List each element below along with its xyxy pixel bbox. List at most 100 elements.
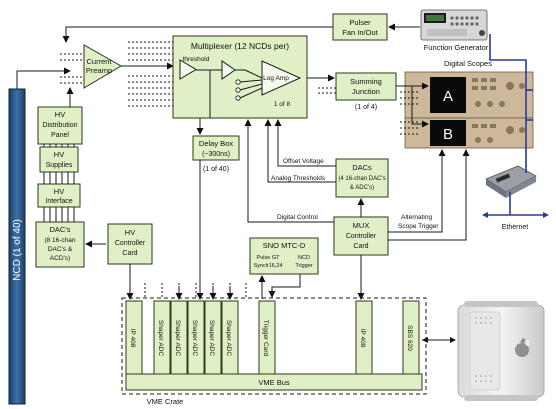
summing-to-scope-b-line bbox=[411, 86, 429, 128]
scope-a: A bbox=[404, 71, 534, 119]
preamp-label-2: Preamp bbox=[86, 66, 112, 75]
hvctrl-label-1: HV bbox=[125, 228, 135, 237]
vme-card-shaper-4: Shaper ADC bbox=[204, 300, 222, 375]
mux-input-lines bbox=[128, 41, 173, 107]
card-ip1-label: IP 408 bbox=[129, 329, 136, 348]
hvsup-label-2: Supplies bbox=[46, 162, 73, 169]
hv-interface: HV Interface bbox=[37, 183, 81, 208]
scope-b-screen bbox=[430, 120, 466, 146]
mtc-ncd-1: NCD bbox=[298, 255, 310, 261]
pulser-label-1: Pulser bbox=[349, 18, 371, 27]
vme-card-sbs620: SBS 620 bbox=[402, 300, 420, 375]
ethernet-label: Ethernet bbox=[502, 224, 529, 231]
offset-voltage-line bbox=[274, 119, 336, 167]
ncd-bar: NCD (1 of 40) bbox=[8, 88, 26, 405]
fgen-label: Function Generator bbox=[424, 43, 489, 52]
card-sh1-label: Shaper ADC bbox=[157, 320, 164, 356]
muxctrl-label-1: MUX bbox=[353, 221, 370, 230]
mux-count: 1 of 8 bbox=[274, 101, 291, 108]
mux-controller-card: MUX Controller Card bbox=[333, 216, 389, 256]
analog-thresholds-line bbox=[264, 119, 336, 183]
dacs-label-3: & ADC's) bbox=[350, 185, 374, 191]
vme-card-ip408-1: IP 408 bbox=[125, 300, 143, 375]
delay-count: (1 of 40) bbox=[203, 166, 229, 173]
hvdist-label-3: Panel bbox=[51, 132, 69, 139]
summing-input-lines bbox=[318, 87, 336, 94]
summing-label-1: Summing bbox=[350, 77, 382, 86]
mtc-to-trigger-line bbox=[268, 274, 301, 298]
shaper-arrows bbox=[175, 286, 234, 300]
summing-count: (1 of 4) bbox=[355, 104, 377, 111]
delay-label-2: (~300ns) bbox=[202, 151, 230, 158]
offset-voltage-label: Offset Voltage bbox=[283, 158, 324, 165]
hv-controller-card: HV Controller Card bbox=[107, 223, 153, 265]
alt-trigger-line-a bbox=[388, 149, 446, 233]
mux-title: Multiplexer (12 NCDs per) bbox=[191, 41, 289, 51]
vme-bus: VME Bus bbox=[125, 373, 423, 391]
hvint-label-2: Interface bbox=[45, 198, 72, 205]
vme-card-trigger: Trigger Card bbox=[258, 300, 276, 375]
summing-label-2: Junction bbox=[352, 87, 380, 96]
muxctrl-label-2: Controller bbox=[346, 233, 377, 240]
multiplexer: Multiplexer (12 NCDs per) threshold Log … bbox=[172, 35, 308, 119]
vme-card-shaper-2: Shaper ADC bbox=[170, 300, 188, 375]
scope-b-label: B bbox=[443, 126, 453, 143]
dacs-label-1: DACs bbox=[352, 163, 372, 172]
scope-a-screen bbox=[430, 77, 466, 113]
ncd-label: NCD (1 of 40) bbox=[12, 219, 23, 281]
card-sh4-label: Shaper ADC bbox=[208, 320, 215, 356]
card-trigger-label: Trigger Card bbox=[262, 320, 269, 357]
dacs-label-2: (4 16-chan DAC's bbox=[338, 176, 385, 182]
fgen-cable bbox=[489, 34, 527, 173]
hvdac-label-2: (8 16-chan bbox=[44, 237, 75, 244]
card-sh3-label: Shaper ADC bbox=[191, 320, 198, 356]
vme-card-shaper-3: Shaper ADC bbox=[187, 300, 205, 375]
comparator-icon bbox=[179, 59, 197, 80]
delay-box: Delay Box (~300ns) (1 of 40) bbox=[192, 135, 240, 173]
hv-dacs: DAC's (8 16-chan DAC's & ACD's) bbox=[35, 221, 85, 268]
hvdac-label-4: ACD's) bbox=[50, 255, 70, 262]
preamp-label-1: Current bbox=[86, 57, 112, 66]
analog-thresholds-label: Analog Thresholds bbox=[271, 175, 326, 182]
card-sh2-label: Shaper ADC bbox=[174, 320, 181, 356]
digital-control-line bbox=[244, 119, 334, 223]
mux-logamp-label: Log Amp bbox=[263, 75, 289, 82]
hvint-label-1: HV bbox=[54, 187, 64, 196]
mtc-pulse-1: Pulse GT bbox=[257, 255, 281, 261]
card-sh5-label: Shaper ADC bbox=[225, 320, 232, 356]
alt-trigger-label-1: Alternating bbox=[401, 214, 432, 221]
card-sbs-label: SBS 620 bbox=[406, 325, 413, 351]
vme-card-shaper-5: Shaper ADC bbox=[221, 300, 239, 375]
mux-threshold: threshold bbox=[183, 56, 210, 63]
mtc-pulse-2: Synclr16,24 bbox=[253, 263, 282, 269]
ncd-to-preamp-line bbox=[16, 67, 71, 89]
card-ip2-label: IP 408 bbox=[359, 329, 366, 348]
vme-bus-label: VME Bus bbox=[258, 378, 290, 387]
current-preamp: Current Preamp bbox=[83, 44, 122, 89]
hvdist-label-2: Distribution bbox=[42, 122, 77, 129]
apple-logo-icon bbox=[515, 338, 531, 357]
hvsup-label-1: HV bbox=[54, 150, 64, 159]
scope-b: B bbox=[404, 117, 534, 149]
hvdist-label-1: HV bbox=[55, 110, 65, 119]
preamp-input-lines bbox=[60, 53, 84, 84]
hvdac-label-1: DAC's bbox=[49, 225, 70, 234]
pulser-label-2: Fan In/Out bbox=[342, 28, 378, 37]
delay-label-1: Delay Box bbox=[199, 139, 233, 148]
vme-crate-outline bbox=[121, 297, 427, 395]
vme-card-shaper-1: Shaper ADC bbox=[153, 300, 171, 375]
vme-card-ip408-2: IP 408 bbox=[355, 300, 373, 375]
alt-trigger-line-b bbox=[388, 149, 470, 241]
scope-a-label: A bbox=[443, 88, 453, 105]
digital-control-label: Digital Control bbox=[277, 214, 318, 221]
vme-crate-label: VME Crate bbox=[147, 397, 184, 406]
hvctrl-label-2: Controller bbox=[115, 240, 146, 247]
scopes-title: Digital Scopes bbox=[444, 59, 492, 68]
pulser-fan-box: Pulser Fan In/Out bbox=[332, 13, 388, 41]
alt-trigger-label-2: Scope Trigger bbox=[398, 223, 439, 230]
mtc-ncd-2: Trigger bbox=[295, 263, 312, 269]
sno-mtcd: SNO MTC-D Pulse GT Synclr16,24 NCD Trigg… bbox=[249, 237, 319, 275]
dacs-box: DACs (4 16-chan DAC's & ADC's) bbox=[335, 158, 389, 198]
function-generator: Function Generator bbox=[420, 9, 489, 52]
